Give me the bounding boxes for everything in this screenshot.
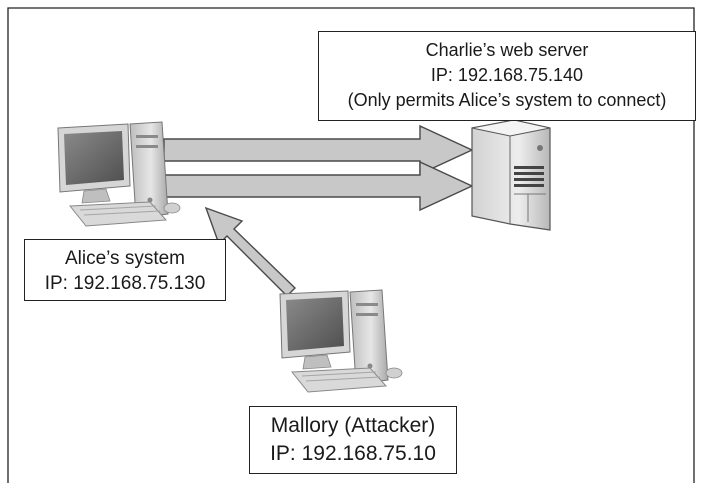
alice-ip: IP: 192.168.75.130 xyxy=(44,273,206,294)
mallory-computer-icon xyxy=(279,289,403,393)
mallory-ip: IP: 192.168.75.10 xyxy=(270,442,436,465)
server-note: (Only permits Alice’s system to connect) xyxy=(347,90,667,110)
server-label: Charlie’s web server IP: 192.168.75.140 … xyxy=(318,31,696,121)
mallory-label: Mallory (Attacker) IP: 192.168.75.10 xyxy=(249,406,457,474)
mallory-name: Mallory (Attacker) xyxy=(270,414,436,437)
server-tower-icon xyxy=(471,119,551,231)
server-name: Charlie’s web server xyxy=(425,40,589,60)
alice-name: Alice’s system xyxy=(64,248,185,269)
alice-label: Alice’s system IP: 192.168.75.130 xyxy=(24,239,226,301)
connection-arrow-top xyxy=(163,124,474,176)
frame-border xyxy=(7,7,695,483)
server-ip: IP: 192.168.75.140 xyxy=(430,65,584,85)
connection-arrow-bottom xyxy=(163,160,474,212)
alice-computer-icon xyxy=(57,121,181,227)
spoof-arrow xyxy=(204,206,296,297)
